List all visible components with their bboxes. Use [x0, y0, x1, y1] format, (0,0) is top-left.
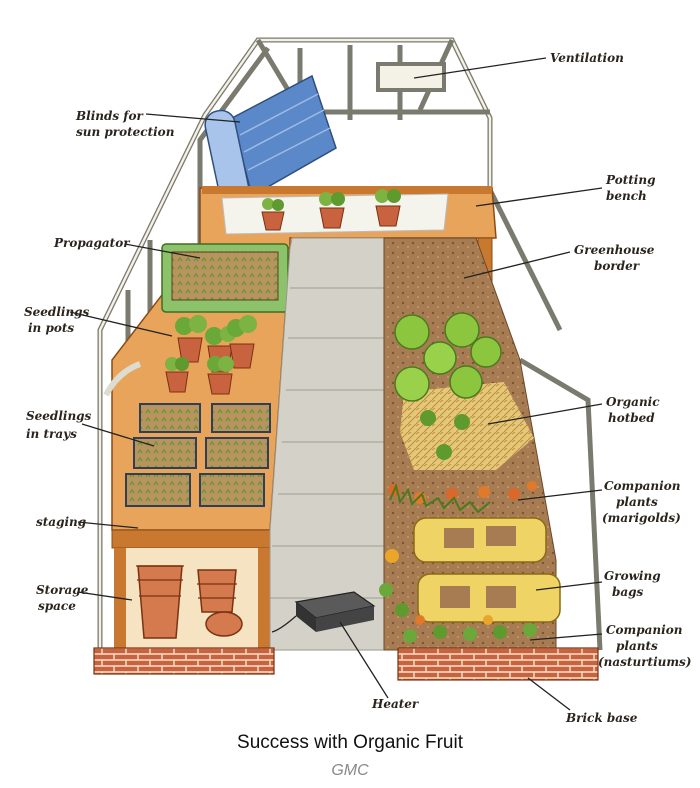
- label-storage-space-line2: space: [38, 599, 76, 613]
- leader-lines: [69, 57, 603, 711]
- label-organic-hotbed: Organic: [606, 395, 660, 409]
- ventilation-window: [376, 62, 446, 92]
- bench-pots: [261, 189, 401, 231]
- label-growing-bags-line2: bags: [612, 585, 644, 599]
- central-path: [269, 237, 385, 651]
- label-companion-nasturtiums-line2: plants: [616, 639, 658, 653]
- label-companion-nasturtiums: Companion: [606, 623, 682, 637]
- label-seedlings-pots: Seedlings: [24, 305, 90, 319]
- label-growing-bags: Growing: [604, 569, 661, 583]
- nasturtium-plants: [379, 549, 537, 643]
- label-staging: staging: [36, 515, 86, 529]
- caption: Success with Organic Fruit GMC: [237, 732, 464, 779]
- label-companion-marigolds-line3: (marigolds): [602, 511, 681, 525]
- label-companion-marigolds: Companion: [604, 479, 680, 493]
- propagator: [161, 243, 289, 313]
- marigold-plants: [388, 481, 537, 514]
- label-seedlings-pots-line2: in pots: [28, 321, 74, 335]
- lettuce-plants: [394, 312, 502, 460]
- label-seedlings-trays-line2: in trays: [26, 427, 77, 441]
- sun-blinds: [204, 74, 337, 205]
- caption-publisher: GMC: [331, 762, 369, 779]
- label-organic-hotbed-line2: hotbed: [608, 411, 655, 425]
- label-propagator: Propagator: [53, 236, 131, 250]
- seedlings-in-pots: [165, 315, 257, 395]
- label-potting-bench-line2: bench: [606, 189, 647, 203]
- label-potting-bench: Potting: [605, 173, 655, 187]
- caption-title: Success with Organic Fruit: [237, 732, 464, 753]
- label-companion-marigolds-line2: plants: [616, 495, 658, 509]
- label-greenhouse-border-line2: border: [594, 259, 641, 273]
- heater: [271, 591, 376, 633]
- label-ventilation: Ventilation: [550, 51, 624, 65]
- label-storage-space: Storage: [36, 583, 89, 597]
- label-seedlings-trays: Seedlings: [26, 409, 92, 423]
- labels: Ventilation Blinds for sun protection Po…: [24, 51, 691, 725]
- label-heater: Heater: [371, 697, 420, 711]
- label-blinds-line2: sun protection: [76, 125, 174, 139]
- label-greenhouse-border: Greenhouse: [574, 243, 655, 257]
- label-brick-base: Brick base: [565, 711, 638, 725]
- label-blinds: Blinds for: [75, 109, 144, 123]
- growing-bags: [413, 517, 561, 623]
- label-companion-nasturtiums-line3: (nasturtiums): [598, 655, 691, 669]
- brick-base: [93, 647, 599, 681]
- storage-space: [126, 548, 258, 648]
